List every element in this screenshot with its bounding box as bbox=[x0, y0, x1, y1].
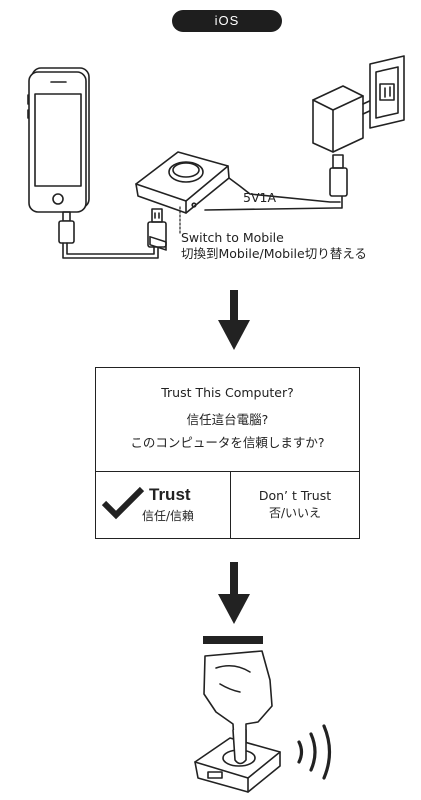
power-adapter-icon bbox=[312, 85, 377, 153]
ios-badge: iOS bbox=[172, 10, 282, 32]
power-cable-lower bbox=[204, 189, 343, 211]
iphone-icon bbox=[27, 67, 90, 213]
dont-trust-label: Don’ t Trust bbox=[258, 488, 332, 503]
wall-outlet-icon bbox=[369, 55, 405, 129]
switch-label-en: Switch to Mobile bbox=[181, 230, 284, 245]
power-plug-icon bbox=[329, 154, 348, 197]
dialog-title-en: Trust This Computer? bbox=[161, 385, 294, 400]
usb-plug-icon bbox=[147, 208, 167, 248]
lightning-plug-icon bbox=[58, 211, 159, 259]
dialog-title-ja: このコンピュータを信頼しますか? bbox=[130, 435, 325, 450]
finger-tip bbox=[232, 729, 247, 765]
trust-button[interactable]: Trust 信任/信賴 bbox=[96, 472, 230, 538]
switch-label-cjk: 切換到Mobile/Mobile切り替える bbox=[181, 246, 367, 261]
dont-trust-button[interactable]: Don’ t Trust 否/いいえ bbox=[231, 472, 359, 538]
dialog-button-divider bbox=[230, 471, 231, 538]
dialog-divider bbox=[96, 471, 359, 472]
down-arrow-icon-2 bbox=[218, 562, 250, 624]
dialog-title-zh: 信任這台電腦? bbox=[186, 412, 269, 427]
power-label: 5V1A bbox=[243, 190, 277, 205]
trust-label: Trust bbox=[149, 485, 191, 504]
trust-sublabel: 信任/信賴 bbox=[142, 509, 195, 523]
checkmark-icon bbox=[101, 486, 145, 520]
down-arrow-icon bbox=[218, 290, 250, 350]
wireless-signal-icon bbox=[297, 724, 332, 780]
power-cable bbox=[228, 177, 341, 203]
trust-dialog: Trust This Computer? 信任這台電腦? このコンピュータを信頼… bbox=[95, 367, 360, 539]
press-bar bbox=[203, 636, 263, 644]
dont-trust-sublabel: 否/いいえ bbox=[268, 506, 322, 520]
